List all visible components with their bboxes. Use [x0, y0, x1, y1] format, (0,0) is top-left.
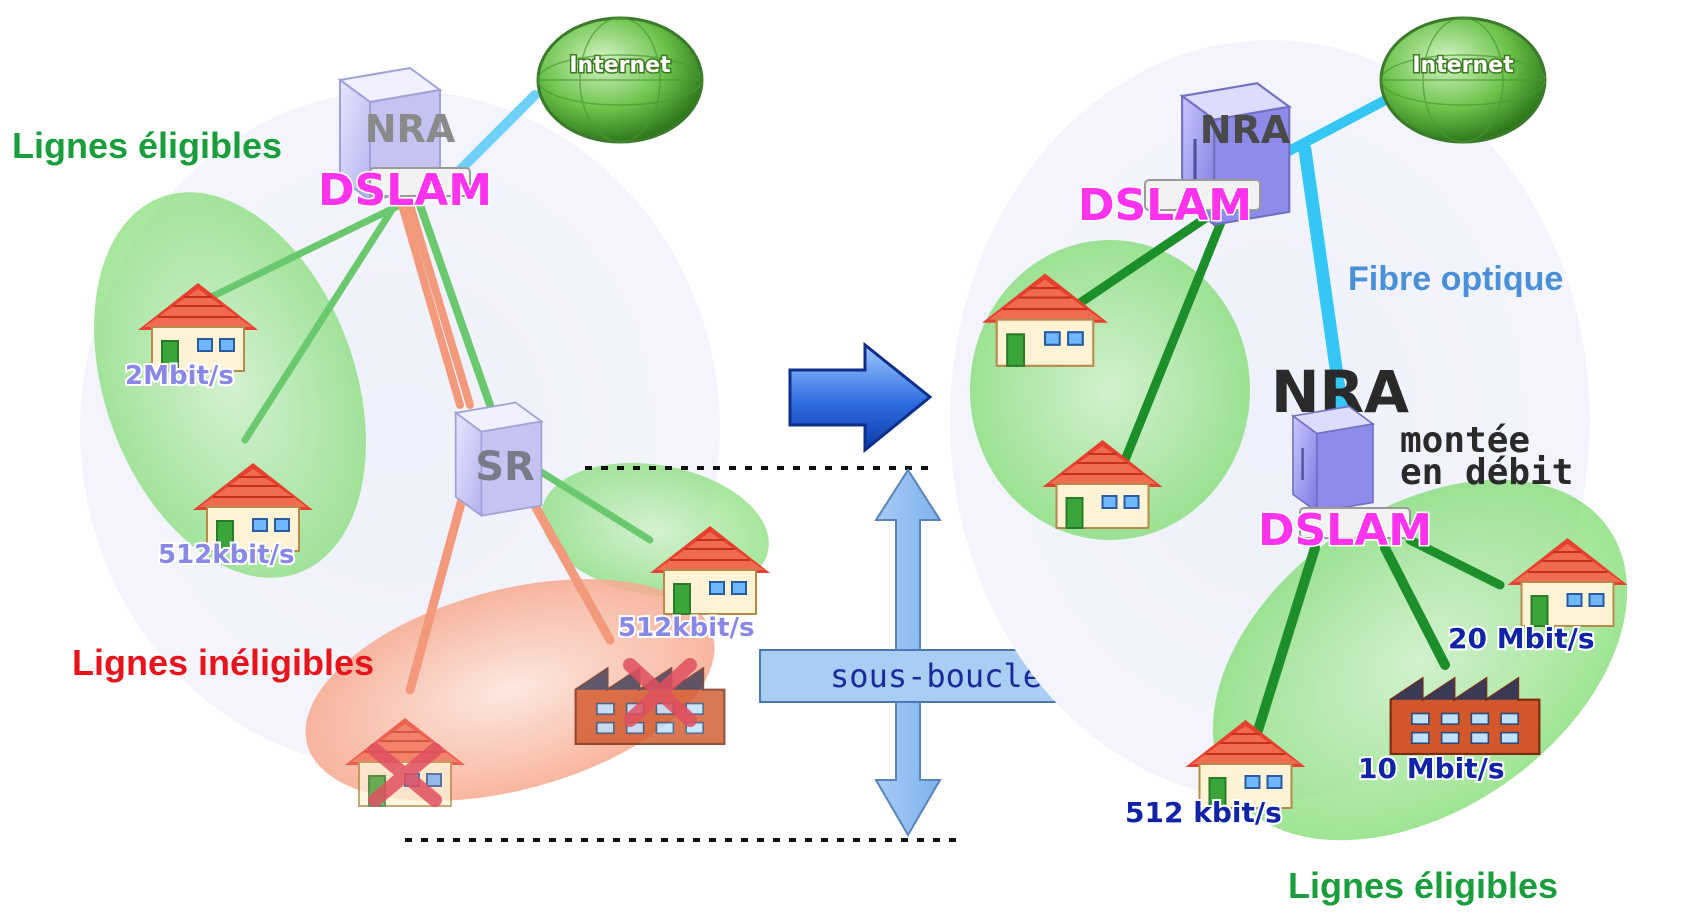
left-ineligible-label: Lignes inéligibles	[72, 642, 374, 683]
left-dslam-box	[369, 167, 471, 197]
cross-icon	[368, 743, 442, 807]
right-network: Internet NRA DSLAM Fibre optique NRA mon…	[950, 16, 1629, 906]
right-arrow-icon	[788, 341, 933, 454]
left-speed-2: 512kbit/s	[158, 540, 295, 570]
left-eligible-label: Lignes éligibles	[12, 125, 282, 166]
left-dslam-label: DSLAM	[318, 165, 492, 216]
right-dslam-box	[1144, 179, 1261, 211]
montee-line2: en débit	[1400, 452, 1573, 493]
montee-line1: montée	[1400, 420, 1530, 461]
right-speed-3: 512 kbit/s	[1125, 796, 1282, 829]
right-internet-globe: Internet	[1379, 16, 1547, 144]
sr-label: SR	[475, 444, 535, 490]
right-internet-label: Internet	[1412, 53, 1514, 78]
left-network: Internet NRA DSLAM SR	[12, 16, 772, 808]
ineligible-house	[343, 716, 467, 808]
right-speed-2: 10 Mbit/s	[1358, 752, 1505, 785]
left-speed-1: 2Mbit/s	[125, 361, 234, 391]
fibre-optique-label: Fibre optique	[1348, 260, 1563, 298]
right-speed-1: 20 Mbit/s	[1448, 622, 1595, 655]
left-internet-label: Internet	[569, 53, 671, 78]
cross-icon	[623, 658, 697, 727]
right-nra-server: NRA DSLAM	[1076, 81, 1291, 233]
ineligible-factory	[574, 658, 726, 745]
left-nra-label: NRA	[365, 107, 456, 151]
sr-server: SR	[454, 401, 543, 517]
nra-montee-debit-server: NRA montée en débit DSLAM	[1256, 358, 1573, 558]
sous-boucle-label: sous-boucle	[830, 657, 1042, 695]
montee-dslam-box	[1299, 507, 1411, 539]
right-eligible-label: Lignes éligibles	[1288, 865, 1558, 906]
left-nra-server: NRA DSLAM	[316, 66, 494, 218]
right-nra-label: NRA	[1200, 108, 1291, 152]
left-eligible-zone	[94, 192, 366, 578]
montee-dslam-label: DSLAM	[1258, 505, 1432, 556]
left-speed-3: 512kbit/s	[618, 613, 755, 643]
right-dslam-label: DSLAM	[1078, 180, 1252, 231]
left-internet-globe: Internet	[536, 16, 704, 144]
